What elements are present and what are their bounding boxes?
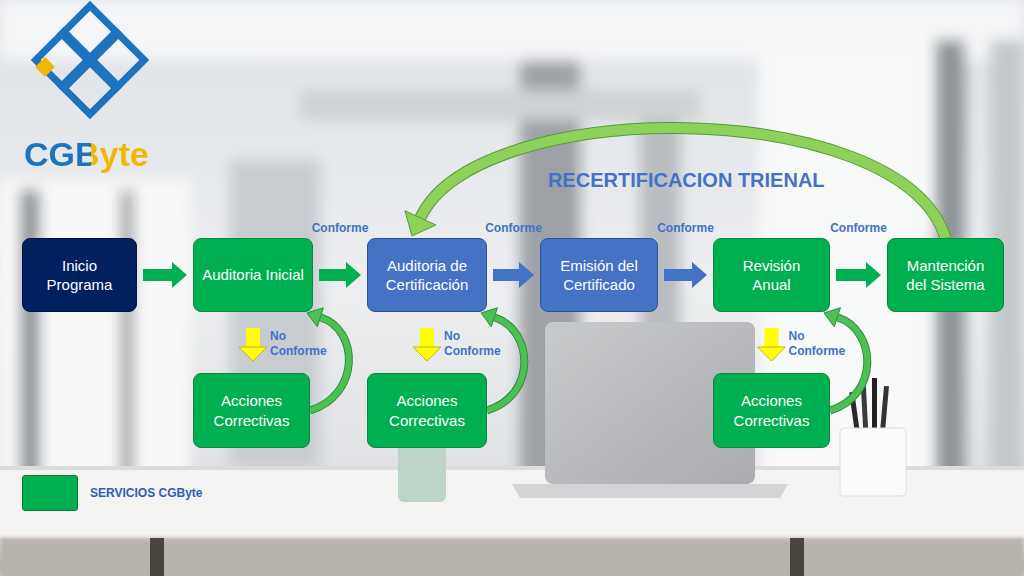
arrow-shaft	[664, 269, 692, 281]
arrow-shaft	[765, 328, 779, 347]
floor	[0, 538, 1024, 576]
action-box: Acciones Correctivas	[367, 373, 487, 448]
arrow-head	[346, 262, 361, 288]
process-box: Auditoria de Certificación	[367, 238, 487, 312]
node-label: Acciones Correctivas	[202, 391, 301, 430]
process-box: Emisión del Certificado	[540, 238, 658, 312]
node-label: Acciones Correctivas	[722, 391, 821, 430]
node-text-group: Revisión Anual	[722, 256, 821, 295]
connector	[143, 262, 187, 288]
connector	[307, 308, 349, 411]
process-box: Mantención del Sistema	[887, 238, 1004, 312]
edge-label: No Conforme	[444, 329, 501, 359]
connector	[493, 262, 534, 288]
process-box: Auditoria Inicial	[193, 238, 313, 312]
desk-leg	[790, 538, 804, 576]
arrow-head	[758, 347, 786, 361]
connector	[319, 262, 361, 288]
arrow-shaft	[836, 269, 866, 281]
arrow-outline	[830, 317, 867, 410]
arrow-shaft	[420, 128, 945, 238]
connector	[405, 128, 946, 238]
arrow-head	[239, 347, 267, 361]
arrow-outline	[420, 128, 945, 238]
connector	[824, 308, 867, 411]
node-label: Inicio Programa	[31, 256, 128, 295]
edge-label: Conforme	[312, 221, 369, 236]
legend-label: SERVICIOS CGByte	[90, 486, 202, 500]
node-label: Auditoria de Certificación	[376, 256, 478, 295]
connector	[664, 262, 707, 288]
arrow-shaft	[143, 269, 172, 281]
start-box: Inicio Programa	[22, 238, 137, 312]
connector	[239, 328, 267, 361]
node-text-group: Inicio Programa	[31, 256, 128, 295]
node-text-group: Emisión del Certificado	[549, 256, 649, 295]
node-text-group: Acciones Correctivas	[376, 391, 478, 430]
connector	[413, 328, 441, 361]
node-label: Mantención del Sistema	[896, 256, 995, 295]
legend-swatch	[22, 475, 78, 511]
edge-label: Conforme	[657, 221, 714, 236]
node-label: Acciones Correctivas	[376, 391, 478, 430]
node-text-group: Acciones Correctivas	[202, 391, 301, 430]
arrow-outline	[310, 317, 349, 410]
desk-leg	[150, 538, 164, 576]
node-label: Revisión Anual	[722, 256, 821, 295]
laptop-base	[512, 484, 788, 498]
arrow-head	[692, 262, 707, 288]
arrow-shaft	[420, 328, 434, 347]
connector	[836, 262, 881, 288]
arrow-shaft	[487, 317, 524, 410]
arrow-head	[519, 262, 534, 288]
edge-label: Conforme	[830, 221, 887, 236]
logo-mark	[36, 6, 145, 115]
arrow-outline	[487, 317, 524, 410]
action-box: Acciones Correctivas	[193, 373, 310, 448]
pencils	[849, 378, 889, 432]
node-text-group: Auditoria Inicial	[202, 265, 304, 285]
edge-label: RECERTIFICACION TRIENAL	[548, 168, 825, 193]
node-label: Emisión del Certificado	[549, 256, 649, 295]
connector	[758, 328, 786, 361]
node-label: Auditoria Inicial	[202, 265, 304, 285]
edge-label: No Conforme	[789, 329, 846, 359]
process-box: Revisión Anual	[713, 238, 830, 312]
arrow-shaft	[246, 328, 260, 347]
arrow-shaft	[493, 269, 519, 281]
pencil-cup	[840, 428, 906, 496]
mug	[398, 442, 446, 502]
edge-label: Conforme	[485, 221, 542, 236]
node-text-group: Mantención del Sistema	[896, 256, 995, 295]
arrow-shaft	[830, 317, 867, 410]
logo-accent	[35, 57, 55, 77]
arrow-head	[172, 262, 187, 288]
node-text-group: Acciones Correctivas	[722, 391, 821, 430]
node-text-group: Auditoria de Certificación	[376, 256, 478, 295]
action-box: Acciones Correctivas	[713, 373, 830, 448]
edge-label: No Conforme	[270, 329, 327, 359]
arrow-head	[866, 262, 881, 288]
arrow-shaft	[310, 317, 349, 410]
connector	[481, 308, 524, 411]
arrow-head	[413, 347, 441, 361]
logo-text: CGByte	[24, 136, 149, 173]
arrow-head	[405, 211, 436, 236]
arrow-shaft	[319, 269, 346, 281]
